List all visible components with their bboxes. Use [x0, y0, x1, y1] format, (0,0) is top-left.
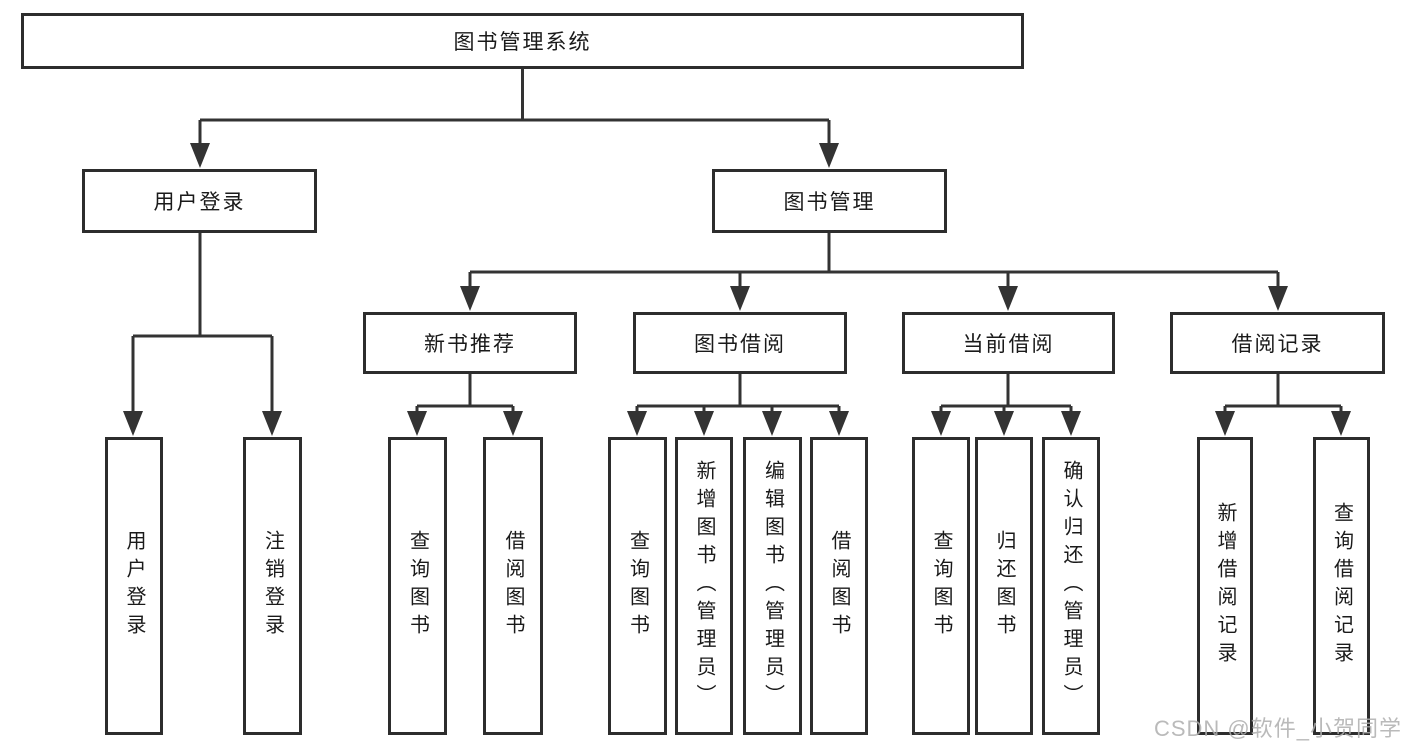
leaf-borrow-books-label: 借阅图书	[828, 530, 850, 642]
leaf-recommend-borrow-books: 借阅图书	[483, 437, 543, 735]
leaf-borrowing-query-books-label: 查询图书	[626, 530, 649, 642]
leaf-user-login: 用户登录	[105, 437, 163, 735]
leaf-add-books-admin-label: 新增图书（管理员）	[693, 460, 715, 712]
leaf-borrowing-query-books: 查询图书	[608, 437, 667, 735]
arrowheads	[123, 143, 1351, 436]
node-current-borrowing-label: 当前借阅	[962, 333, 1055, 356]
node-current-borrowing: 当前借阅	[902, 312, 1115, 374]
leaf-recommend-query-books: 查询图书	[388, 437, 447, 735]
leaf-user-login-label: 用户登录	[123, 530, 145, 642]
leaf-recommend-query-books-label: 查询图书	[406, 530, 429, 642]
leaf-query-borrow-record-label: 查询借阅记录	[1330, 502, 1353, 670]
leaf-confirm-return-admin: 确认归还（管理员）	[1042, 437, 1100, 735]
node-new-book-recommend: 新书推荐	[363, 312, 577, 374]
leaf-borrow-books: 借阅图书	[810, 437, 868, 735]
node-book-management-label: 图书管理	[783, 191, 876, 214]
leaf-add-books-admin: 新增图书（管理员）	[675, 437, 733, 735]
leaf-return-books: 归还图书	[975, 437, 1033, 735]
node-root-label: 图书管理系统	[453, 31, 592, 54]
node-borrow-records-label: 借阅记录	[1231, 333, 1324, 356]
node-book-borrowing: 图书借阅	[633, 312, 847, 374]
leaf-logout-label: 注销登录	[261, 530, 284, 642]
leaf-confirm-return-admin-label: 确认归还（管理员）	[1060, 460, 1082, 712]
csdn-watermark: CSDN @软件_小贺同学	[1153, 716, 1402, 741]
leaf-current-query-books-label: 查询图书	[930, 530, 952, 642]
node-book-management: 图书管理	[712, 169, 947, 233]
node-user-login-label: 用户登录	[153, 191, 246, 214]
leaf-return-books-label: 归还图书	[993, 530, 1015, 642]
leaf-add-borrow-record-label: 新增借阅记录	[1214, 502, 1236, 670]
node-borrow-records: 借阅记录	[1170, 312, 1385, 374]
leaf-recommend-borrow-books-label: 借阅图书	[502, 530, 524, 642]
leaf-query-borrow-record: 查询借阅记录	[1313, 437, 1370, 735]
leaf-logout: 注销登录	[243, 437, 302, 735]
leaf-current-query-books: 查询图书	[912, 437, 970, 735]
leaf-edit-books-admin: 编辑图书（管理员）	[743, 437, 802, 735]
node-root: 图书管理系统	[21, 13, 1024, 69]
leaf-add-borrow-record: 新增借阅记录	[1197, 437, 1253, 735]
node-user-login: 用户登录	[82, 169, 317, 233]
node-book-borrowing-label: 图书借阅	[694, 333, 786, 356]
leaf-edit-books-admin-label: 编辑图书（管理员）	[761, 460, 784, 712]
node-new-book-recommend-label: 新书推荐	[424, 333, 516, 356]
